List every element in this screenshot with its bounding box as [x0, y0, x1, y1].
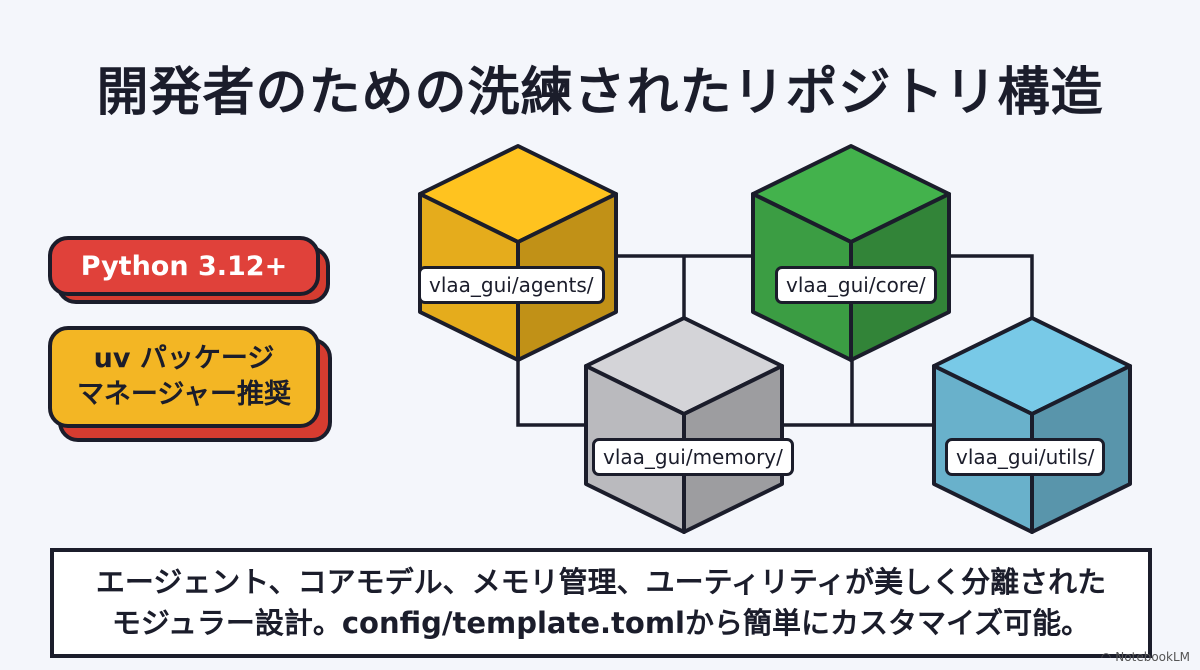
- uv-badge-label: uv パッケージ マネージャー推奨: [48, 326, 320, 428]
- uv-badge-line1: uv パッケージ: [93, 342, 275, 374]
- description-line2: モジュラー設計。config/template.tomlから簡単にカスタマイズ可…: [111, 606, 1091, 640]
- module-label-agents: vlaa_gui/agents/: [418, 266, 605, 304]
- watermark: ◠ NotebookLM: [1101, 650, 1190, 664]
- description-box: エージェント、コアモデル、メモリ管理、ユーティリティが美しく分離された モジュラ…: [50, 548, 1152, 658]
- uv-badge-line2: マネージャー推奨: [76, 379, 292, 410]
- python-badge: Python 3.12+: [48, 236, 338, 308]
- module-label-core: vlaa_gui/core/: [775, 266, 937, 304]
- connector-line: [516, 350, 590, 427]
- uv-badge: uv パッケージ マネージャー推奨: [48, 326, 338, 442]
- description-line1: エージェント、コアモデル、メモリ管理、ユーティリティが美しく分離された: [95, 565, 1107, 600]
- cube-agents: [418, 144, 618, 362]
- cube-utils: [932, 316, 1132, 534]
- module-label-memory: vlaa_gui/memory/: [592, 438, 794, 476]
- cube-core: [751, 144, 951, 362]
- python-badge-label: Python 3.12+: [48, 236, 320, 296]
- module-label-utils: vlaa_gui/utils/: [945, 438, 1106, 476]
- cube-memory: [584, 316, 784, 534]
- connector-line: [948, 254, 1034, 340]
- page-title: 開発者のための洗練されたリポジトリ構造: [96, 63, 1104, 123]
- watermark-text: NotebookLM: [1115, 650, 1190, 664]
- notebooklm-logo-icon: ◠: [1100, 650, 1112, 664]
